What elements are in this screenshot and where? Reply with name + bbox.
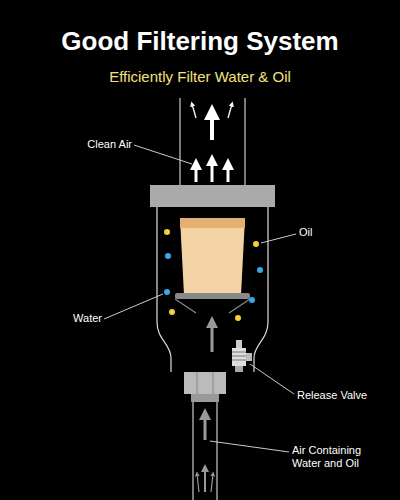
callout-label: Oil: [299, 226, 359, 239]
release-valve: [232, 340, 252, 372]
water-drops: [164, 253, 263, 303]
callout-label: Release Valve: [297, 389, 392, 402]
filter-bowl: [157, 207, 268, 372]
inlet-nut: [184, 372, 226, 402]
inlet-pipe: [193, 402, 217, 500]
callout-label: Water: [40, 312, 102, 325]
outlet-pipe: [180, 98, 245, 185]
callout-label: Air Containing Water and Oil: [292, 444, 378, 470]
callout-label: Clean Air: [58, 138, 132, 151]
inlet-arrows: [197, 414, 213, 492]
title: Good Filtering System: [0, 26, 400, 57]
top-cap: [150, 185, 275, 207]
clean-air-arrows: [192, 104, 232, 182]
subtitle: Efficiently Filter Water & Oil: [0, 68, 400, 86]
flow-arrow: [211, 322, 214, 352]
filter-element: [175, 218, 250, 313]
oil-drops: [164, 229, 259, 321]
leader-lines: [104, 145, 296, 452]
